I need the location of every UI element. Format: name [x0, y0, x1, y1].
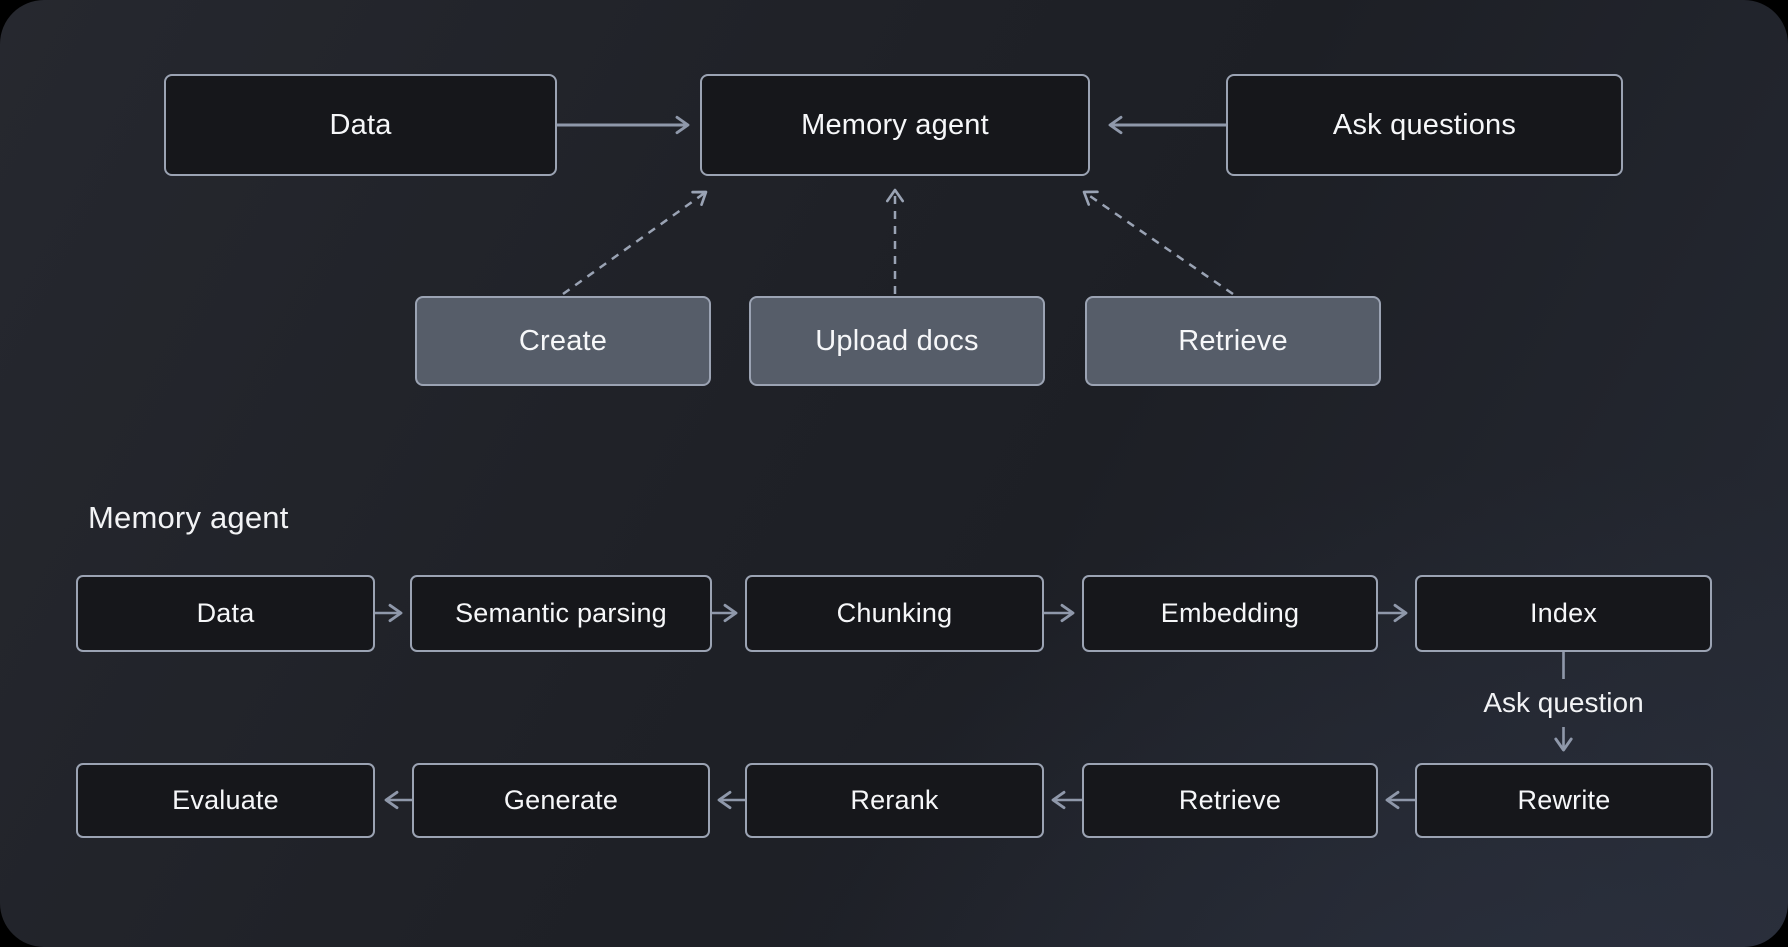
node-label: Create: [518, 324, 608, 357]
node-label: Retrieve: [1178, 785, 1282, 815]
node-label: Data: [329, 108, 392, 141]
node-label: Upload docs: [815, 324, 979, 357]
dashed-arrow-create-to-memory-agent: [562, 190, 708, 296]
node-label: Evaluate: [172, 785, 279, 815]
node-generate: Generate: [412, 763, 710, 838]
node-data-source: Data: [164, 74, 557, 176]
node-label: Generate: [503, 785, 619, 815]
node-label: Ask questions: [1332, 108, 1517, 141]
dashed-arrow-retrieve-to-memory-agent: [1082, 190, 1234, 296]
node-label: Semantic parsing: [455, 598, 667, 628]
node-label: Rewrite: [1517, 785, 1611, 815]
node-memory-agent: Memory agent: [700, 74, 1090, 176]
node-label: Embedding: [1160, 598, 1300, 628]
node-rewrite: Rewrite: [1415, 763, 1713, 838]
node-index: Index: [1415, 575, 1712, 652]
ask-question-label: Ask question: [1483, 687, 1644, 718]
node-label: Chunking: [836, 598, 953, 628]
node-upload-docs: Upload docs: [749, 296, 1045, 386]
node-label: Retrieve: [1178, 324, 1288, 357]
section-title: Memory agent: [88, 500, 289, 535]
node-pipeline-data: Data: [76, 575, 375, 652]
node-create: Create: [415, 296, 711, 386]
node-retrieve-op: Retrieve: [1085, 296, 1381, 386]
node-ask-questions: Ask questions: [1226, 74, 1623, 176]
node-semantic-parsing: Semantic parsing: [410, 575, 712, 652]
node-evaluate: Evaluate: [76, 763, 375, 838]
node-label: Rerank: [850, 785, 939, 815]
node-embedding: Embedding: [1082, 575, 1378, 652]
node-chunking: Chunking: [745, 575, 1044, 652]
node-rerank: Rerank: [745, 763, 1044, 838]
node-retrieve: Retrieve: [1082, 763, 1378, 838]
node-label: Index: [1529, 598, 1598, 628]
node-label: Memory agent: [801, 108, 989, 141]
node-label: Data: [196, 598, 255, 628]
